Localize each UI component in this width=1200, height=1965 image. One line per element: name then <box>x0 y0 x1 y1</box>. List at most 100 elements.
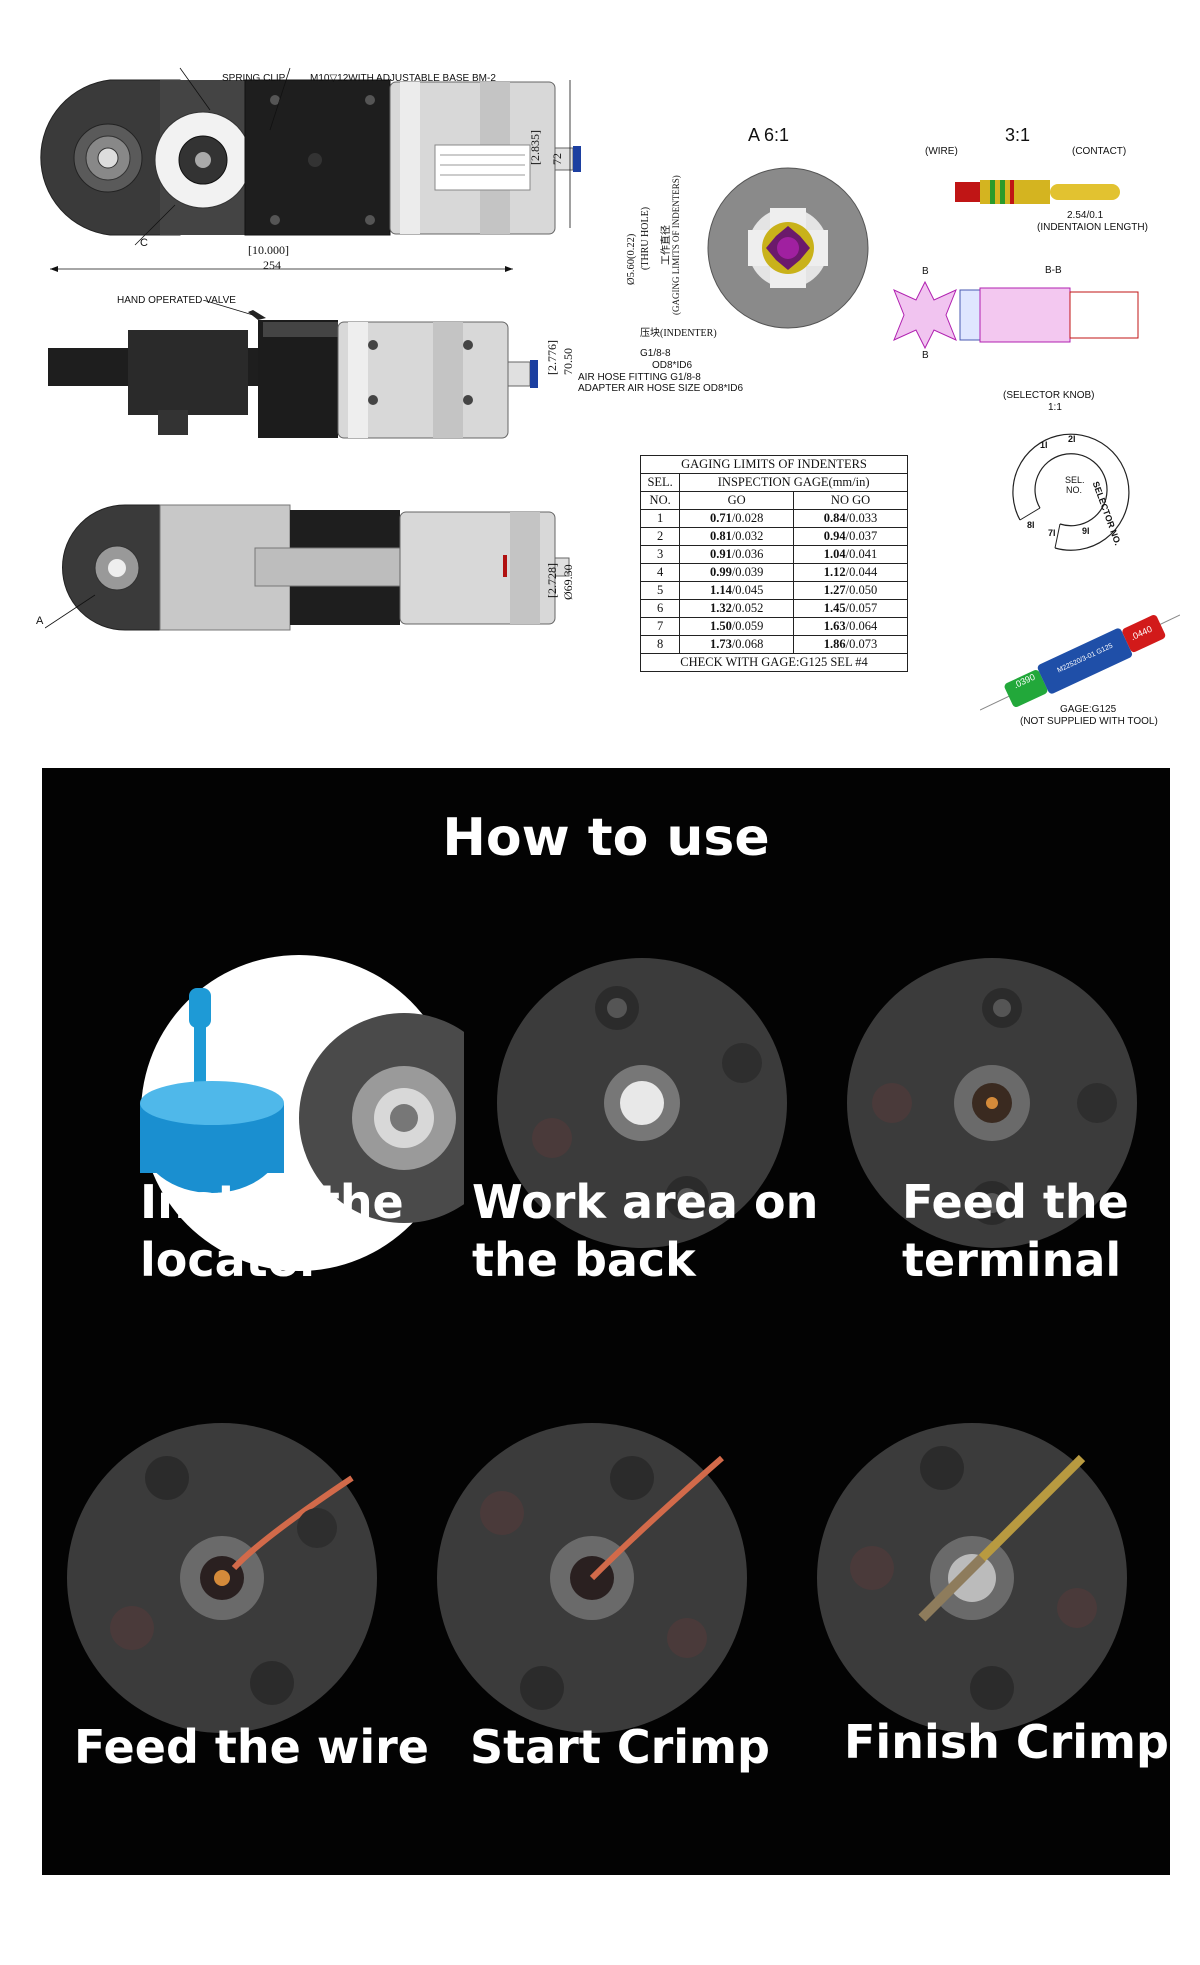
label-fitting-2: OD8*ID6 <box>652 360 693 371</box>
table-row: 1 0.71/0.028 0.84/0.033 <box>639 509 908 528</box>
table-footer: CHECK WITH GAGE:G125 SEL #4 <box>640 653 908 672</box>
section-bb-label: B-B <box>1045 265 1062 276</box>
table-cell-nogo: 1.45/0.057 <box>793 599 908 618</box>
label-a: A <box>36 615 44 627</box>
table-cell-sel: 8 <box>639 635 681 654</box>
selector-num-9: 9l <box>1082 526 1090 536</box>
table-title: GAGING LIMITS OF INDENTERS <box>640 455 908 474</box>
label-c: C <box>140 237 148 249</box>
step-3-line1: Feed the <box>902 1175 1129 1229</box>
gage-label: GAGE:G125 <box>1060 704 1117 715</box>
section-b-top: B <box>922 266 929 277</box>
go-mm: 1.32 <box>709 601 732 615</box>
section-bb-drawing <box>893 280 1139 350</box>
step-install-locator-image <box>140 955 464 1271</box>
go-mm: 1.50 <box>709 619 732 633</box>
dim-length-inch: [10.000] <box>248 243 289 257</box>
go-in: /0.052 <box>731 601 764 615</box>
table-row: 3 0.91/0.036 1.04/0.041 <box>639 545 908 564</box>
go-mm: 0.99 <box>709 565 732 579</box>
contact-indent-length: 2.54/0.1 <box>1067 210 1104 221</box>
step-2-line2: the back <box>472 1233 696 1287</box>
step-4-caption: Feed the wire <box>74 1720 429 1774</box>
dim-top-mm: 72 <box>550 153 564 165</box>
table-cell-go: 0.81/0.032 <box>679 527 795 546</box>
dim-length-line <box>50 266 513 272</box>
step-3-line2: terminal <box>902 1233 1122 1287</box>
table-cell-nogo: 1.12/0.044 <box>793 563 908 582</box>
step-finish-crimp-image <box>817 1423 1127 1733</box>
dim-bottom-mm: Ø69.30 <box>561 564 575 600</box>
contact-scale: 3:1 <box>1005 125 1031 145</box>
table-row: 4 0.99/0.039 1.12/0.044 <box>639 563 908 582</box>
dim-length-mm: 254 <box>263 258 281 272</box>
step-feed-terminal-image <box>847 958 1137 1248</box>
go-mm: 1.14 <box>709 583 732 597</box>
nogo-in: /0.064 <box>845 619 878 633</box>
label-contact: (CONTACT) <box>1072 146 1127 157</box>
gaging-limits-table: GAGING LIMITS OF INDENTERS SEL. INSPECTI… <box>639 455 908 672</box>
nogo-mm: 0.84 <box>823 511 846 525</box>
label-hand-valve: HAND OPERATED VALVE <box>117 295 236 306</box>
dim-line-top <box>569 80 571 228</box>
bottom-view-drawing <box>45 504 570 631</box>
step-1-caption: Install the locator <box>140 1173 404 1289</box>
dim-mid-mm: 70.50 <box>561 348 575 375</box>
label-fitting-4: ADAPTER AIR HOSE SIZE OD8*ID6 <box>578 383 744 394</box>
detail-a-drawing <box>707 167 869 329</box>
selector-num-1: 1l <box>1040 440 1048 450</box>
table-cell-nogo: 1.04/0.041 <box>793 545 908 564</box>
nogo-in: /0.073 <box>845 637 878 651</box>
step-2-caption: Work area on the back <box>472 1173 818 1289</box>
nogo-in: /0.041 <box>845 547 878 561</box>
table-cell-go: 1.50/0.059 <box>679 617 795 636</box>
table-cell-nogo: 0.84/0.033 <box>793 509 908 528</box>
dim-mid-inch: [2.776] <box>545 340 559 375</box>
go-in: /0.032 <box>731 529 764 543</box>
table-cell-go: 1.73/0.068 <box>679 635 795 654</box>
nogo-in: /0.037 <box>845 529 878 543</box>
table-cell-sel: 3 <box>639 545 681 564</box>
table-cell-go: 0.91/0.036 <box>679 545 795 564</box>
go-in: /0.059 <box>731 619 764 633</box>
nogo-in: /0.044 <box>845 565 878 579</box>
nogo-in: /0.050 <box>845 583 878 597</box>
table-cell-go: 1.32/0.052 <box>679 599 795 618</box>
section-b-bottom: B <box>922 350 929 361</box>
label-fitting-1: G1/8-8 <box>640 348 671 359</box>
nogo-in: /0.033 <box>845 511 878 525</box>
go-mm: 0.71 <box>709 511 732 525</box>
technical-drawing: SPRING CLIP M10▽12WITH ADJUSTABLE BASE B… <box>0 0 1200 760</box>
selector-knob-drawing <box>1012 433 1130 551</box>
table-row: 8 1.73/0.068 1.86/0.073 <box>639 635 908 654</box>
table-row: 7 1.50/0.059 1.63/0.064 <box>639 617 908 636</box>
table-row: 5 1.14/0.045 1.27/0.050 <box>639 581 908 600</box>
go-mm: 1.73 <box>709 637 732 651</box>
nogo-mm: 1.27 <box>823 583 846 597</box>
table-cell-nogo: 1.27/0.050 <box>793 581 908 600</box>
step-1-line2: locator <box>140 1233 322 1287</box>
top-view-drawing <box>40 67 581 246</box>
nogo-mm: 1.04 <box>823 547 846 561</box>
label-wire: (WIRE) <box>925 146 958 157</box>
go-in: /0.039 <box>731 565 764 579</box>
detail-a-title: A 6:1 <box>748 125 790 145</box>
dim-top-inch: [2.835] <box>528 130 542 165</box>
step-3-caption: Feed the terminal <box>902 1173 1129 1289</box>
table-cell-sel: 4 <box>639 563 681 582</box>
detail-a-thru-hole: Ø5.60(0.22) <box>626 233 637 285</box>
nogo-mm: 1.12 <box>823 565 846 579</box>
table-header-no: NO. <box>639 491 681 510</box>
nogo-mm: 1.63 <box>823 619 846 633</box>
step-5-caption: Start Crimp <box>470 1720 770 1774</box>
table-row: 6 1.32/0.052 1.45/0.057 <box>639 599 908 618</box>
gage-drawing <box>980 614 1180 711</box>
nogo-mm: 0.94 <box>823 529 846 543</box>
table-header-nogo: NO GO <box>793 491 908 510</box>
table-cell-nogo: 1.86/0.073 <box>793 635 908 654</box>
go-mm: 0.81 <box>709 529 732 543</box>
table-cell-go: 1.14/0.045 <box>679 581 795 600</box>
how-to-use-title: How to use <box>442 808 770 868</box>
step-2-line1: Work area on <box>472 1175 819 1229</box>
contact-drawing <box>955 180 1120 204</box>
